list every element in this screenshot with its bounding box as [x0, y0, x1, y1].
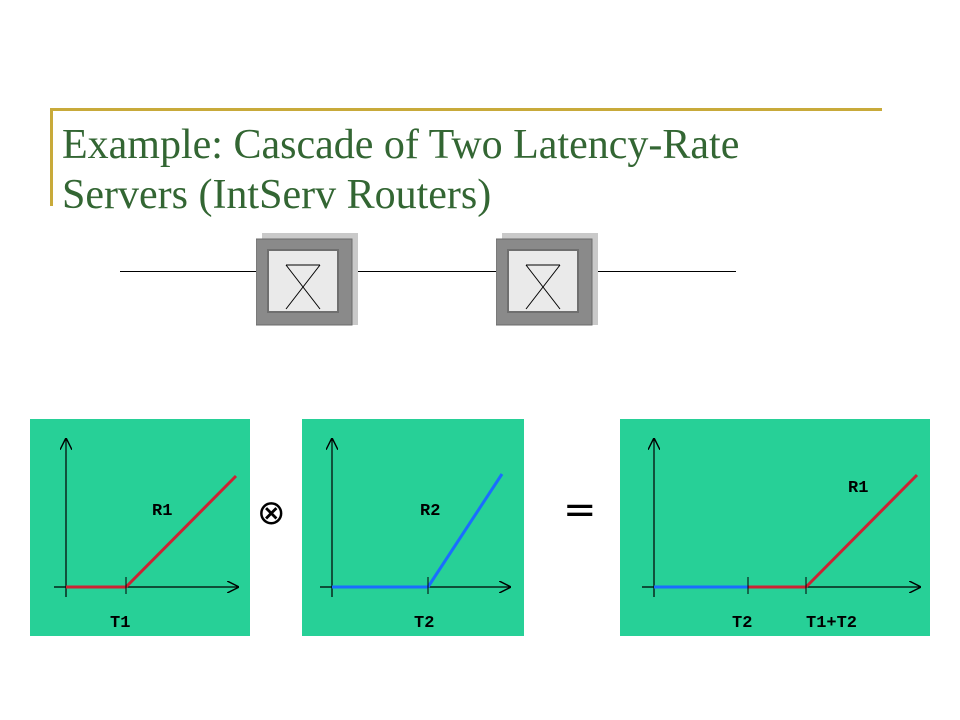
latency-label-first: T2: [732, 614, 752, 633]
rate-segment: [804, 473, 919, 589]
wire-middle: [358, 271, 496, 272]
rate-label: R2: [420, 502, 440, 521]
router-2-icon: [496, 233, 598, 326]
equals-operator: =: [563, 487, 597, 533]
slide-title-line-1: Example: Cascade of Two Latency-Rate: [62, 122, 740, 168]
service-curve-panel-2: R2 T2: [302, 419, 524, 636]
latency-label-second: T1+T2: [806, 614, 857, 633]
wire-right: [598, 271, 736, 272]
slide-title-line-2: Servers (IntServ Routers): [62, 172, 492, 218]
service-curve-panel-1: R1 T1: [30, 419, 250, 636]
wire-left: [120, 271, 256, 272]
rate-label: R1: [152, 502, 172, 521]
title-rule-vertical: [50, 108, 53, 206]
title-rule-horizontal: [50, 108, 882, 111]
slide-title: Example: Cascade of Two Latency-Rate Ser…: [62, 120, 922, 220]
router-1-icon: [256, 233, 358, 326]
latency-label: T2: [414, 614, 434, 633]
rate-segment: [426, 473, 504, 588]
rate-segment: [124, 474, 238, 589]
service-curve-panel-3: R1 T2 T1+T2: [620, 419, 930, 636]
latency-label: T1: [110, 614, 130, 633]
convolution-operator: ⊗: [257, 493, 286, 533]
rate-label: R1: [848, 479, 868, 498]
